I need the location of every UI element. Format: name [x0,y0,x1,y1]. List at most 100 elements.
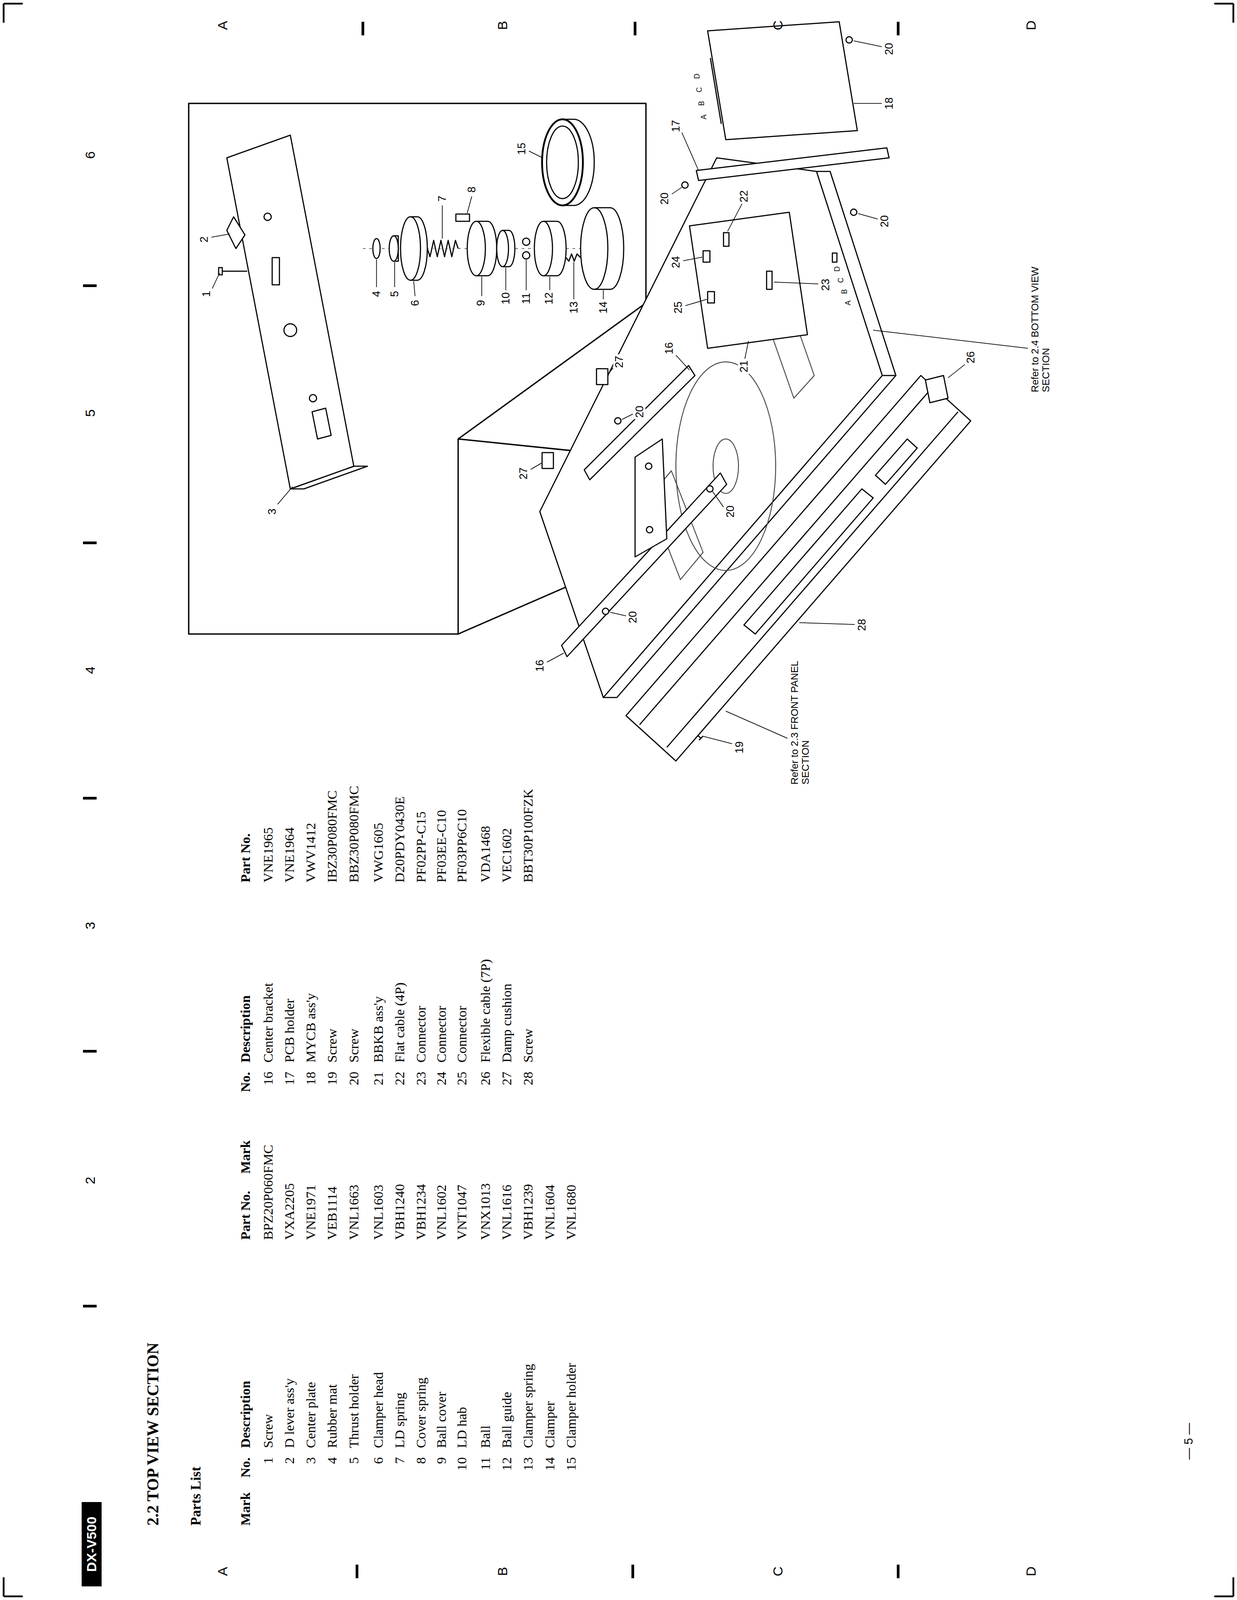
connector-letter: D [833,264,842,274]
grid-reference: D [1023,1566,1039,1577]
callout-number: 3 [266,507,279,516]
callout-number: 16 [663,341,675,357]
table-cell: PF03EE-C10 [433,810,449,883]
table-cell: Center bracket [260,982,276,1063]
clamper-stack [455,214,470,222]
table-cell: Connector [433,1006,449,1063]
damp-cushion [596,368,608,385]
leader-line [675,355,690,371]
callout-number: 20 [633,404,646,420]
callout-number: 26 [964,350,977,366]
callout-number: 27 [517,466,530,482]
grid-reference: 3 [82,922,98,930]
leader-line [481,276,483,297]
grid-tick [83,284,97,288]
table-cell: 10 [454,1457,470,1472]
table-cell: Ball [477,1425,493,1449]
chassis [539,157,883,698]
clamper-stack [580,207,608,290]
leader-line [671,187,682,195]
table-cell: Clamper spring [520,1364,536,1449]
grid-tick [83,1050,97,1053]
table-cell: Thrust holder [346,1374,362,1449]
table-header: Mark [237,1140,253,1174]
table-cell: 22 [391,1071,407,1086]
table-header: Part No. [237,833,253,883]
grid-reference: C [770,1566,786,1577]
pcb-board [703,250,710,263]
pcb-board [766,271,773,290]
table-cell: 17 [281,1071,297,1086]
callout-number: 24 [669,254,682,270]
connector-letter: C [836,276,846,285]
grid-reference: B [494,1567,510,1577]
pcb-board [723,232,729,247]
clamper-holder-ring [542,119,583,206]
table-cell: VNX1013 [477,1183,493,1241]
table-cell: VWG1605 [370,822,386,883]
leader-line [211,40,1028,744]
screw [602,608,609,615]
callout-number: 22 [738,189,750,205]
leader-line [376,259,377,288]
callout-number: 20 [626,610,639,626]
table-cell: 6 [370,1457,386,1465]
table-cell: Rubber mat [324,1384,340,1449]
table-cell: IBZ30P080FMC [324,790,340,883]
table-cell: Flat cable (4P) [391,982,407,1063]
leader-line [727,203,743,232]
table-cell: Screw [324,1028,340,1063]
leader-line [211,234,230,238]
table-cell: 2 [281,1457,297,1465]
leader-line [853,40,882,47]
table-cell: 1 [260,1457,276,1465]
table-header: No. [237,1457,253,1478]
leader-line [505,267,507,291]
pcb-holder [696,147,890,181]
table-cell: PF03PP6C10 [454,809,470,883]
callout-number: 12 [542,291,555,307]
screw [222,270,248,273]
grid-tick [83,541,97,545]
table-cell: VNL1680 [563,1184,579,1241]
side-rail [561,365,727,657]
table-header: No. [237,1072,253,1093]
callout-number: 21 [738,359,750,375]
leader-line [413,281,416,297]
callout-number: 15 [515,141,528,157]
leader-line [685,299,707,306]
table-cell: LD hab [454,1407,470,1449]
table-cell: VBH1240 [391,1184,407,1241]
table-cell: Screw [260,1414,276,1449]
table-cell: LD spring [391,1393,407,1449]
table-cell: 23 [413,1071,429,1086]
table-cell: 15 [563,1457,579,1472]
callout-number: 8 [465,185,478,194]
table-cell: 14 [542,1457,558,1472]
leader-line [608,367,614,374]
damp-cushion [542,368,608,469]
center-bracket [635,439,667,558]
leader-line [725,711,788,739]
clamper-stack [467,221,486,276]
d-lever [226,216,245,249]
corner-mark [3,3,1234,1597]
table-cell: 16 [260,1071,276,1086]
leader-line [948,364,966,378]
table-cell: PCB holder [281,998,297,1063]
callout-number: 7 [436,194,449,203]
callout-number: 20 [883,41,895,57]
table-cell: 8 [413,1457,429,1465]
d-lever [226,216,245,249]
chassis [675,361,776,571]
leader-line [467,196,472,214]
grid-tick [83,796,97,800]
leader-line [525,259,527,291]
table-header: Description [237,1381,253,1449]
leader-line [528,151,543,158]
leader-line [873,330,1028,349]
center-plate [283,323,297,337]
front-panel [743,488,874,635]
leader-line [773,282,819,284]
